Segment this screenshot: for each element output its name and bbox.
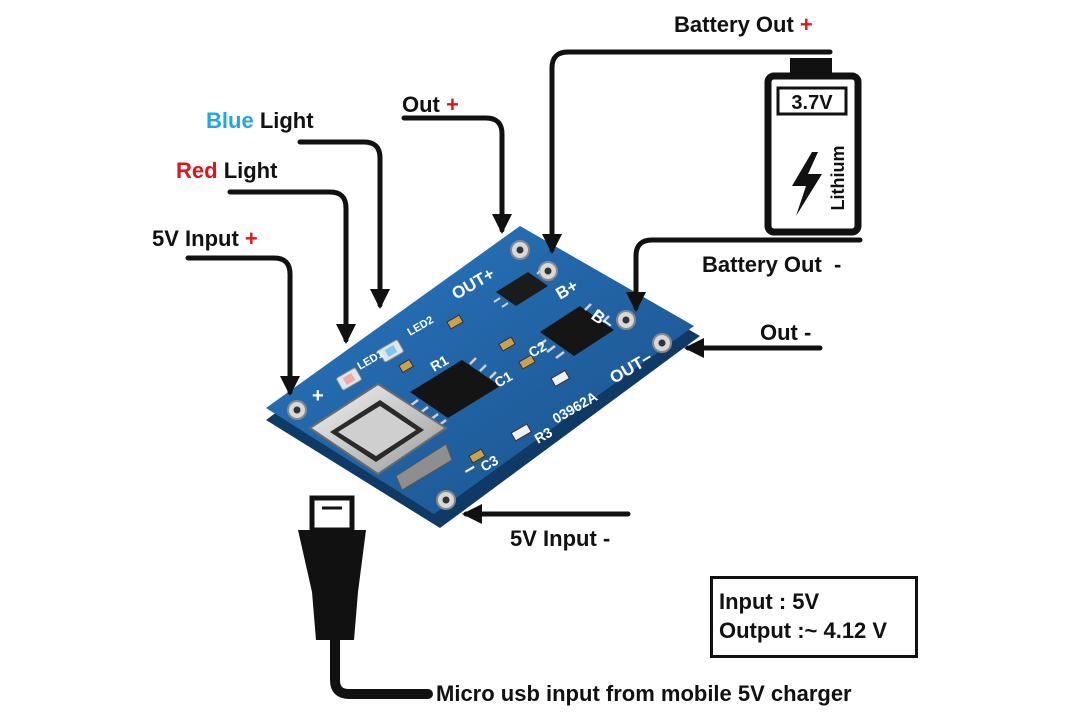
arrow-battery-out-plus <box>542 49 833 254</box>
battery-icon: 3.7V Lithium <box>764 58 862 236</box>
label-red-light-text: Light <box>223 158 278 183</box>
silk-r1: R1 <box>428 352 452 375</box>
lightning-bolt-icon <box>792 152 822 216</box>
plus-sign: + <box>244 226 258 251</box>
label-red-word: Red <box>176 158 218 183</box>
battery-voltage: 3.7V <box>791 92 833 114</box>
label-micro-usb: Micro usb input from mobile 5V charger <box>436 681 852 706</box>
chip-protection <box>537 303 614 359</box>
label-red-light: Red Light <box>176 160 277 182</box>
label-out-plus: Out + <box>402 94 459 116</box>
spec-output: Output :~ 4.12 V <box>719 618 888 643</box>
label-out-plus-text: Out <box>402 92 440 117</box>
label-blue-light-text: Light <box>259 108 314 133</box>
usb-cable <box>298 495 433 699</box>
plus-sign: + <box>446 92 459 117</box>
label-out-minus: Out - <box>760 320 812 345</box>
arrow-out-plus <box>401 115 512 234</box>
label-battery-out-plus: Battery Out + <box>674 14 813 36</box>
spec-input: Input : 5V <box>719 589 820 614</box>
label-5v-input-minus: 5V Input - <box>510 526 611 551</box>
label-5v-input-plus: 5V Input + <box>152 228 258 250</box>
label-5v-input-plus-text: 5V Input <box>152 226 239 251</box>
silk-c2: C2 <box>526 338 550 361</box>
label-blue-light: Blue Light <box>206 110 314 132</box>
led-red <box>336 367 362 391</box>
micro-usb-port <box>308 382 453 491</box>
leader-arrows <box>185 49 863 524</box>
arrow-red-light <box>227 189 356 344</box>
plus-sign: + <box>799 12 813 37</box>
silk-plus: + <box>312 385 324 407</box>
label-battery-out-plus-text: Battery Out <box>674 12 794 37</box>
silk-c1: C1 <box>492 368 516 391</box>
label-battery-out-minus: Battery Out - <box>702 252 842 277</box>
label-blue-word: Blue <box>206 108 254 133</box>
arrow-blue-light <box>297 139 390 309</box>
led-blue <box>378 339 404 363</box>
silk-r3: R3 <box>532 424 556 447</box>
arrow-battery-out-minus <box>626 237 863 312</box>
arrow-5v-input-plus <box>185 255 300 396</box>
battery-voltage-box <box>776 86 848 116</box>
silk-c3: C3 <box>478 452 502 475</box>
chip-top <box>493 269 548 308</box>
smd-components <box>398 314 571 464</box>
battery-chemistry: Lithium <box>828 146 848 211</box>
spec-box: Input : 5V Output :~ 4.12 V <box>710 576 918 658</box>
